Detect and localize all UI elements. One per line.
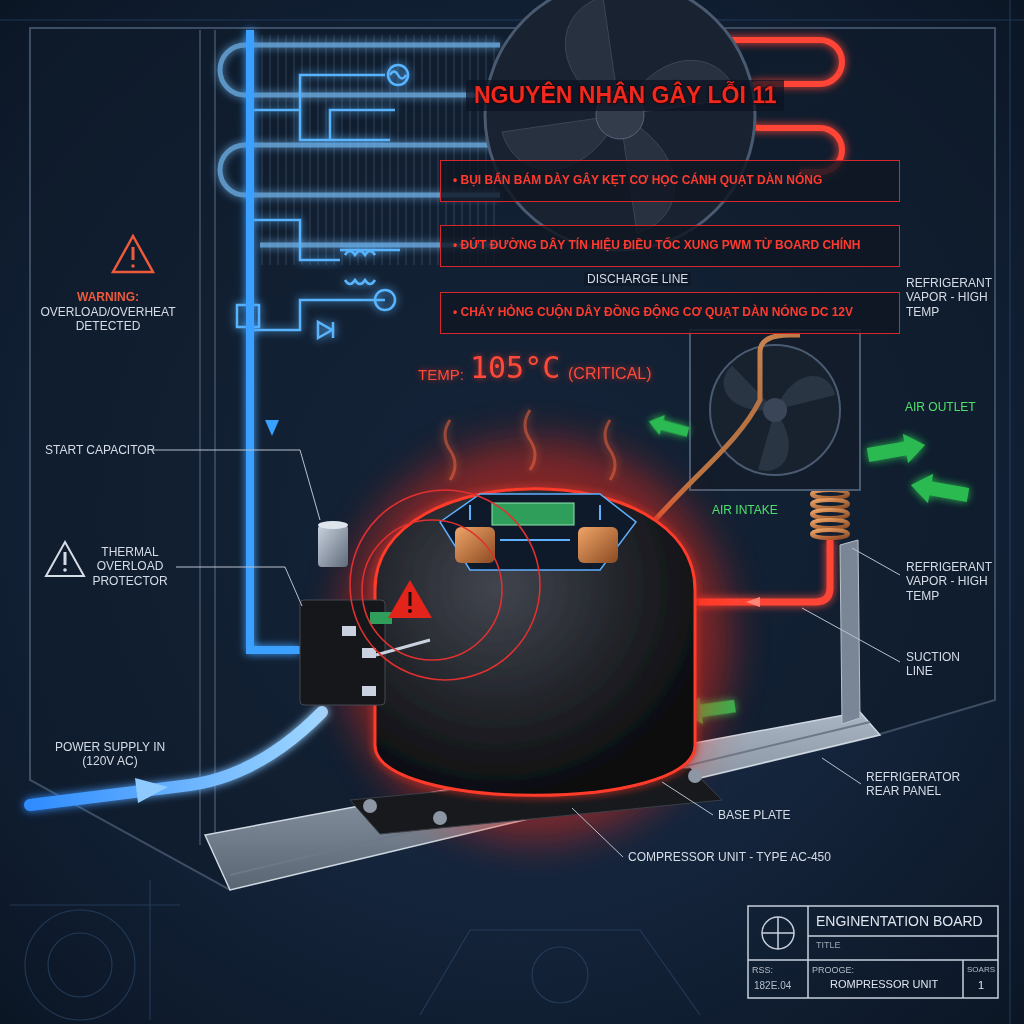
- cause-box: • BỤI BẨN BÁM DÀY GÂY KẸT CƠ HỌC CÁNH QU…: [440, 160, 900, 202]
- cause-box: • CHÁY HỎNG CUỘN DÂY ĐỒNG ĐỘNG CƠ QUẠT D…: [440, 292, 900, 334]
- power-label: POWER SUPPLY IN (120V AC): [50, 740, 170, 769]
- title-block-text: 182E.04: [754, 980, 791, 992]
- part-label: START CAPACITOR: [45, 443, 155, 457]
- title-block-text: ROMPRESSOR UNIT: [830, 978, 938, 991]
- temperature-label: TEMP:: [418, 366, 464, 384]
- warning-text: OVERLOAD/OVERHEAT DETECTED: [30, 305, 186, 334]
- cause-text: • ĐỨT ĐƯỜNG DÂY TÍN HIỆU ĐIỀU TỐC XUNG P…: [453, 238, 887, 252]
- title-block-text: TITLE: [816, 940, 841, 951]
- cause-text: • BỤI BẨN BÁM DÀY GÂY KẸT CƠ HỌC CÁNH QU…: [453, 173, 887, 187]
- pipe-label: REFRIGERANT VAPOR - HIGH TEMP: [906, 560, 1006, 603]
- temperature-status: (CRITICAL): [568, 364, 652, 383]
- airflow-label: AIR INTAKE: [712, 503, 778, 517]
- title-block-text: RSS:: [752, 965, 773, 976]
- part-label: COMPRESSOR UNIT - TYPE AC-450: [628, 850, 831, 864]
- title-block-text: PROOGE:: [812, 965, 854, 976]
- part-label: THERMAL OVERLOAD PROTECTOR: [88, 545, 172, 588]
- warning-heading: WARNING:: [30, 290, 186, 304]
- pipe-label: DISCHARGE LINE: [584, 272, 691, 286]
- part-label: BASE PLATE: [718, 808, 790, 822]
- title-block-text: SOARS: [967, 965, 995, 975]
- cause-text: • CHÁY HỎNG CUỘN DÂY ĐỒNG ĐỘNG CƠ QUẠT D…: [453, 305, 887, 319]
- title-block-text: 1: [978, 979, 984, 992]
- pipe-label: SUCTION LINE: [906, 650, 978, 679]
- cause-box: • ĐỨT ĐƯỜNG DÂY TÍN HIỆU ĐIỀU TỐC XUNG P…: [440, 225, 900, 267]
- diagram-title: NGUYÊN NHÂN GÂY LỖI 11: [466, 80, 784, 111]
- pipe-label: REFRIGERANT VAPOR - HIGH TEMP: [906, 276, 1006, 319]
- part-label: REFRIGERATOR REAR PANEL: [866, 770, 970, 799]
- title-block-text: ENGINENTATION BOARD: [816, 913, 983, 930]
- airflow-label: AIR OUTLET: [905, 400, 976, 414]
- temperature-value: 105°C: [470, 350, 560, 386]
